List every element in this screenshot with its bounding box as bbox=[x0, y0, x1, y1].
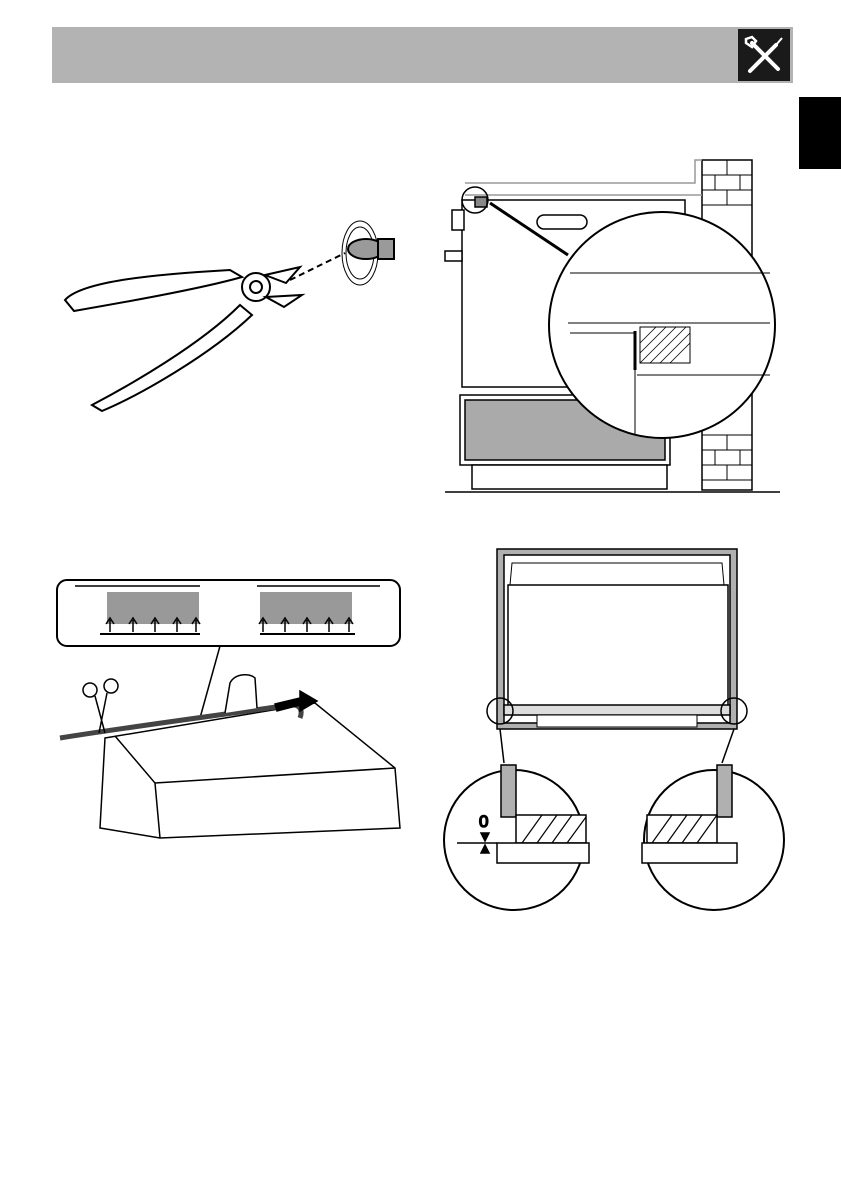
oven-front-flush-alignment-figure: 0 bbox=[442, 545, 792, 913]
language-tab bbox=[799, 97, 841, 169]
seal-strip-application-figure bbox=[55, 578, 410, 843]
scissors-icon bbox=[83, 679, 118, 733]
tools-icon bbox=[738, 29, 790, 81]
pliers-icon bbox=[60, 205, 410, 415]
oven-side-wall-clearance-figure bbox=[440, 155, 790, 500]
pliers-remove-spacer-figure bbox=[60, 205, 410, 415]
flush-dimension-label: 0 bbox=[479, 812, 488, 831]
section-header-bar bbox=[52, 27, 793, 83]
